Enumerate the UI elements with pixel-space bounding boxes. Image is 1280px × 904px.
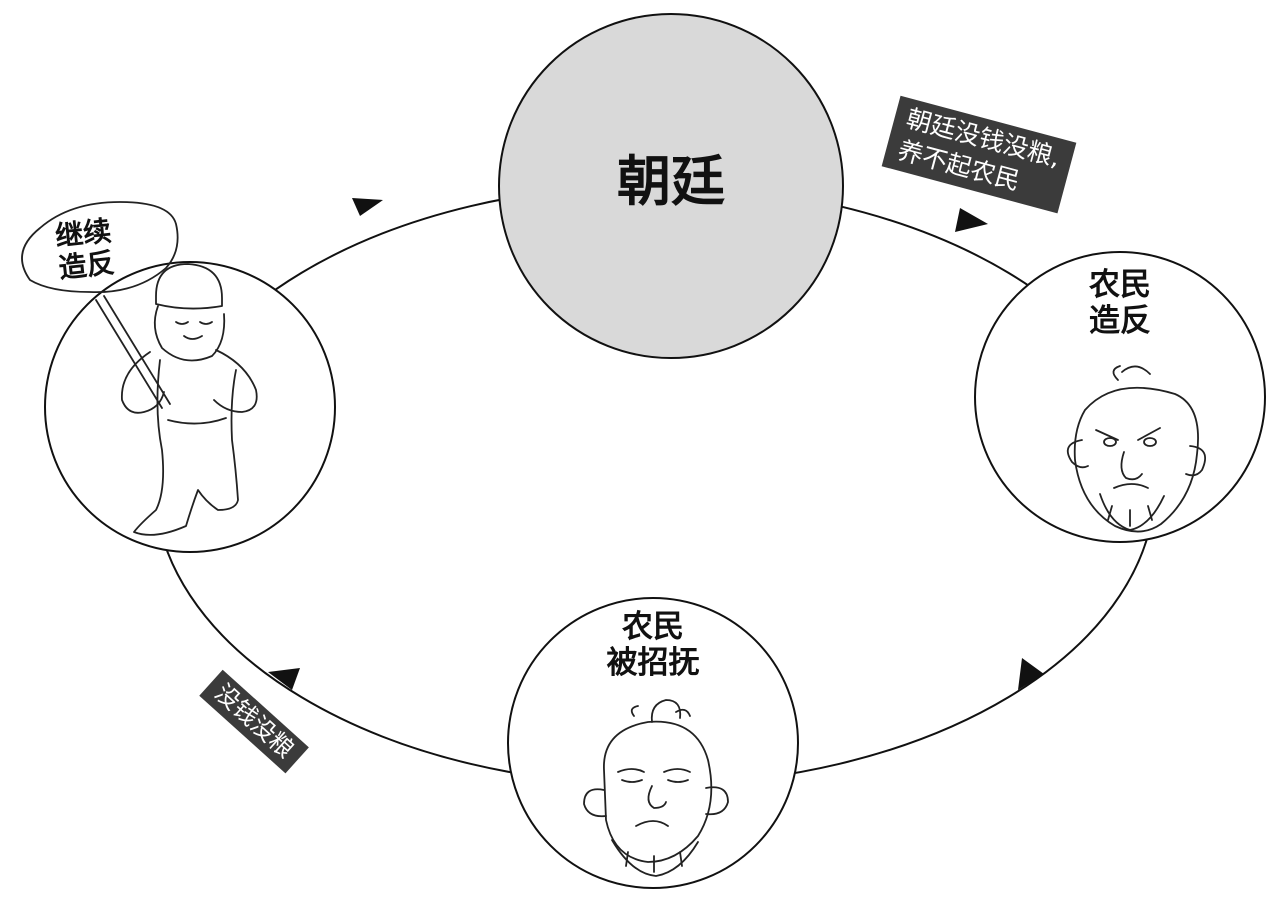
- center-node-label: 朝廷: [617, 149, 725, 213]
- peasants-pacified-line-2: 被招抚: [606, 644, 700, 681]
- peasants-pacified-circle: [507, 597, 799, 889]
- sign-pole: [95, 295, 171, 409]
- peasants-pacified-line-1: 农民: [622, 609, 684, 645]
- speech-sign: [21, 201, 179, 294]
- arrow-head-bottom-right: [1018, 658, 1044, 690]
- sign-holding-figure: [21, 201, 258, 536]
- continue-revolt-label: 继续 造反: [27, 212, 143, 288]
- peasants-revolt-line-2: 造反: [1089, 302, 1151, 339]
- arrow-head-top-left: [352, 198, 383, 216]
- peasants-revolt-line-1: 农民: [1089, 267, 1151, 303]
- peasants-revolt-circle: [974, 251, 1266, 543]
- continue-revolt-circle: [44, 261, 336, 553]
- pacified-peasant-face: [583, 699, 729, 877]
- peasants-revolt-label: 农民 造反: [1060, 267, 1180, 339]
- arrow-head-top-right: [955, 208, 988, 232]
- arrow-head-bottom-left: [268, 668, 300, 690]
- center-node-circle: [498, 13, 844, 359]
- angry-peasant-face: [1066, 365, 1206, 533]
- peasants-pacified-label: 农民 被招抚: [583, 609, 723, 681]
